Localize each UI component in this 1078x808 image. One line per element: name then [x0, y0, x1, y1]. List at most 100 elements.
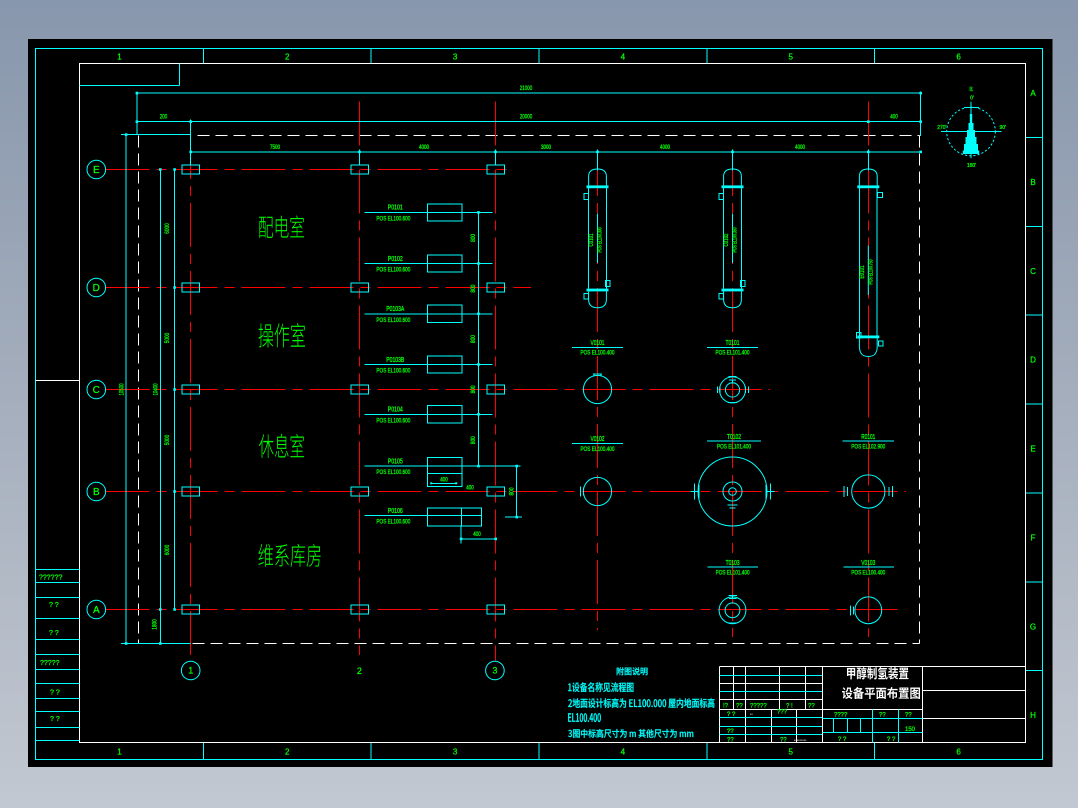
svg-text:200: 200: [160, 114, 168, 121]
svg-text:21000: 21000: [520, 85, 533, 92]
svg-text:400: 400: [890, 114, 898, 121]
svg-text:??: ??: [905, 713, 912, 719]
svg-text:A: A: [93, 605, 100, 616]
svg-text:.........: .........: [794, 737, 807, 743]
svg-text:6: 6: [956, 748, 961, 757]
svg-text:H: H: [1030, 711, 1036, 720]
svg-text:POS EL100.600: POS EL100.600: [376, 368, 410, 375]
svg-text:P0106: P0106: [388, 508, 403, 515]
svg-text:5: 5: [789, 748, 794, 757]
svg-text:POS EL100.350: POS EL100.350: [733, 227, 739, 252]
svg-text:3000: 3000: [541, 144, 551, 151]
svg-text:2: 2: [285, 53, 290, 62]
svg-text:6: 6: [956, 53, 961, 62]
svg-text:POS EL100.600: POS EL100.600: [376, 469, 410, 476]
svg-text:? ?: ? ?: [49, 630, 59, 637]
svg-text:??: ??: [736, 704, 743, 710]
svg-text:4000: 4000: [795, 144, 805, 151]
svg-text:800: 800: [471, 335, 477, 344]
svg-text:POS EL100.600: POS EL100.600: [376, 267, 410, 274]
svg-text:C0102: C0102: [724, 233, 730, 246]
svg-text:5000: 5000: [164, 434, 171, 445]
svg-text:5000: 5000: [164, 332, 171, 343]
svg-text:POS EL100.750: POS EL100.750: [869, 259, 875, 284]
svg-text:1: 1: [188, 666, 193, 676]
svg-text:20000: 20000: [520, 114, 533, 121]
svg-text:6000: 6000: [164, 544, 171, 555]
svg-text:4: 4: [621, 53, 626, 62]
svg-text:3: 3: [453, 748, 458, 757]
svg-text:400: 400: [473, 532, 481, 538]
svg-text:B: B: [1030, 178, 1035, 187]
svg-text:B: B: [93, 487, 100, 498]
svg-text:POS EL100.600: POS EL100.600: [376, 317, 410, 324]
svg-text:10500: 10500: [118, 383, 125, 395]
svg-text:A: A: [1030, 89, 1036, 98]
svg-text:G: G: [1030, 622, 1036, 631]
svg-text:? !: ? !: [786, 704, 793, 710]
svg-text:??: ??: [808, 704, 815, 710]
svg-text:C: C: [93, 385, 100, 396]
svg-text:D: D: [1030, 356, 1036, 365]
svg-text:???: ???: [777, 710, 788, 716]
svg-text:? ?: ? ?: [727, 712, 736, 718]
svg-text:!?: !?: [723, 704, 729, 710]
svg-text:? ?: ? ?: [50, 690, 60, 697]
svg-text:10400: 10400: [152, 383, 159, 395]
svg-text:1800: 1800: [152, 619, 159, 630]
svg-text:270': 270': [937, 125, 946, 131]
svg-text:2: 2: [357, 666, 362, 676]
svg-text:C: C: [1030, 267, 1036, 276]
svg-text:??: ??: [727, 729, 734, 735]
svg-text:POS EL101.400: POS EL101.400: [716, 570, 750, 577]
svg-text:??????: ??????: [39, 575, 62, 582]
svg-text:800: 800: [510, 487, 516, 496]
svg-text:T0101: T0101: [726, 340, 740, 347]
svg-text:C0101: C0101: [589, 233, 595, 246]
svg-text:P0102: P0102: [388, 256, 403, 263]
svg-text:POS EL100.400: POS EL100.400: [581, 446, 615, 453]
svg-text:POS EL101.400: POS EL101.400: [717, 444, 751, 451]
svg-text:2: 2: [285, 748, 290, 757]
svg-text:POS EL100.600: POS EL100.600: [376, 519, 410, 526]
svg-text:POS EL102.900: POS EL102.900: [851, 444, 885, 451]
svg-text:POS EL100.600: POS EL100.600: [376, 215, 410, 222]
svg-text:1: 1: [117, 748, 122, 757]
svg-text:E0101: E0101: [860, 265, 866, 278]
svg-text:800: 800: [471, 436, 477, 445]
svg-text:? ?: ? ?: [887, 737, 896, 743]
svg-text:P0103B: P0103B: [386, 357, 404, 364]
svg-text:? ?: ? ?: [838, 737, 847, 743]
svg-text:5: 5: [789, 53, 794, 62]
svg-text:??: ??: [879, 713, 886, 719]
svg-text:V0101: V0101: [591, 340, 605, 347]
svg-text:V0103: V0103: [861, 560, 875, 567]
svg-text:?????: ?????: [40, 660, 60, 667]
svg-text:POS EL101.400: POS EL101.400: [716, 350, 750, 357]
svg-text:0': 0': [970, 96, 974, 102]
svg-text:4000: 4000: [419, 144, 429, 151]
svg-text:T0103: T0103: [726, 560, 740, 567]
svg-text:E: E: [93, 165, 100, 176]
svg-text:P0104: P0104: [388, 407, 403, 414]
svg-text:T0102: T0102: [727, 434, 741, 441]
svg-text:P0103A: P0103A: [386, 306, 404, 313]
svg-text:1: 1: [117, 53, 122, 62]
svg-text:R0101: R0101: [861, 434, 875, 441]
svg-text:4: 4: [621, 748, 626, 757]
svg-text:POS EL100.400: POS EL100.400: [851, 570, 885, 577]
svg-text:D: D: [93, 283, 100, 294]
svg-text:??: ??: [780, 738, 787, 744]
svg-text:??: ??: [727, 738, 734, 744]
svg-text:4000: 4000: [660, 144, 670, 151]
svg-text:800: 800: [471, 385, 477, 394]
svg-text:POS EL100.400: POS EL100.400: [581, 350, 615, 357]
svg-text:V0102: V0102: [591, 436, 605, 443]
svg-text:180': 180': [967, 163, 976, 169]
svg-text:800: 800: [471, 284, 477, 293]
svg-text:3: 3: [492, 666, 497, 676]
svg-text:800: 800: [471, 233, 477, 242]
svg-text:POS EL100.600: POS EL100.600: [376, 417, 410, 424]
svg-text:? ?: ? ?: [49, 602, 59, 609]
svg-text:..: ..: [750, 711, 753, 717]
